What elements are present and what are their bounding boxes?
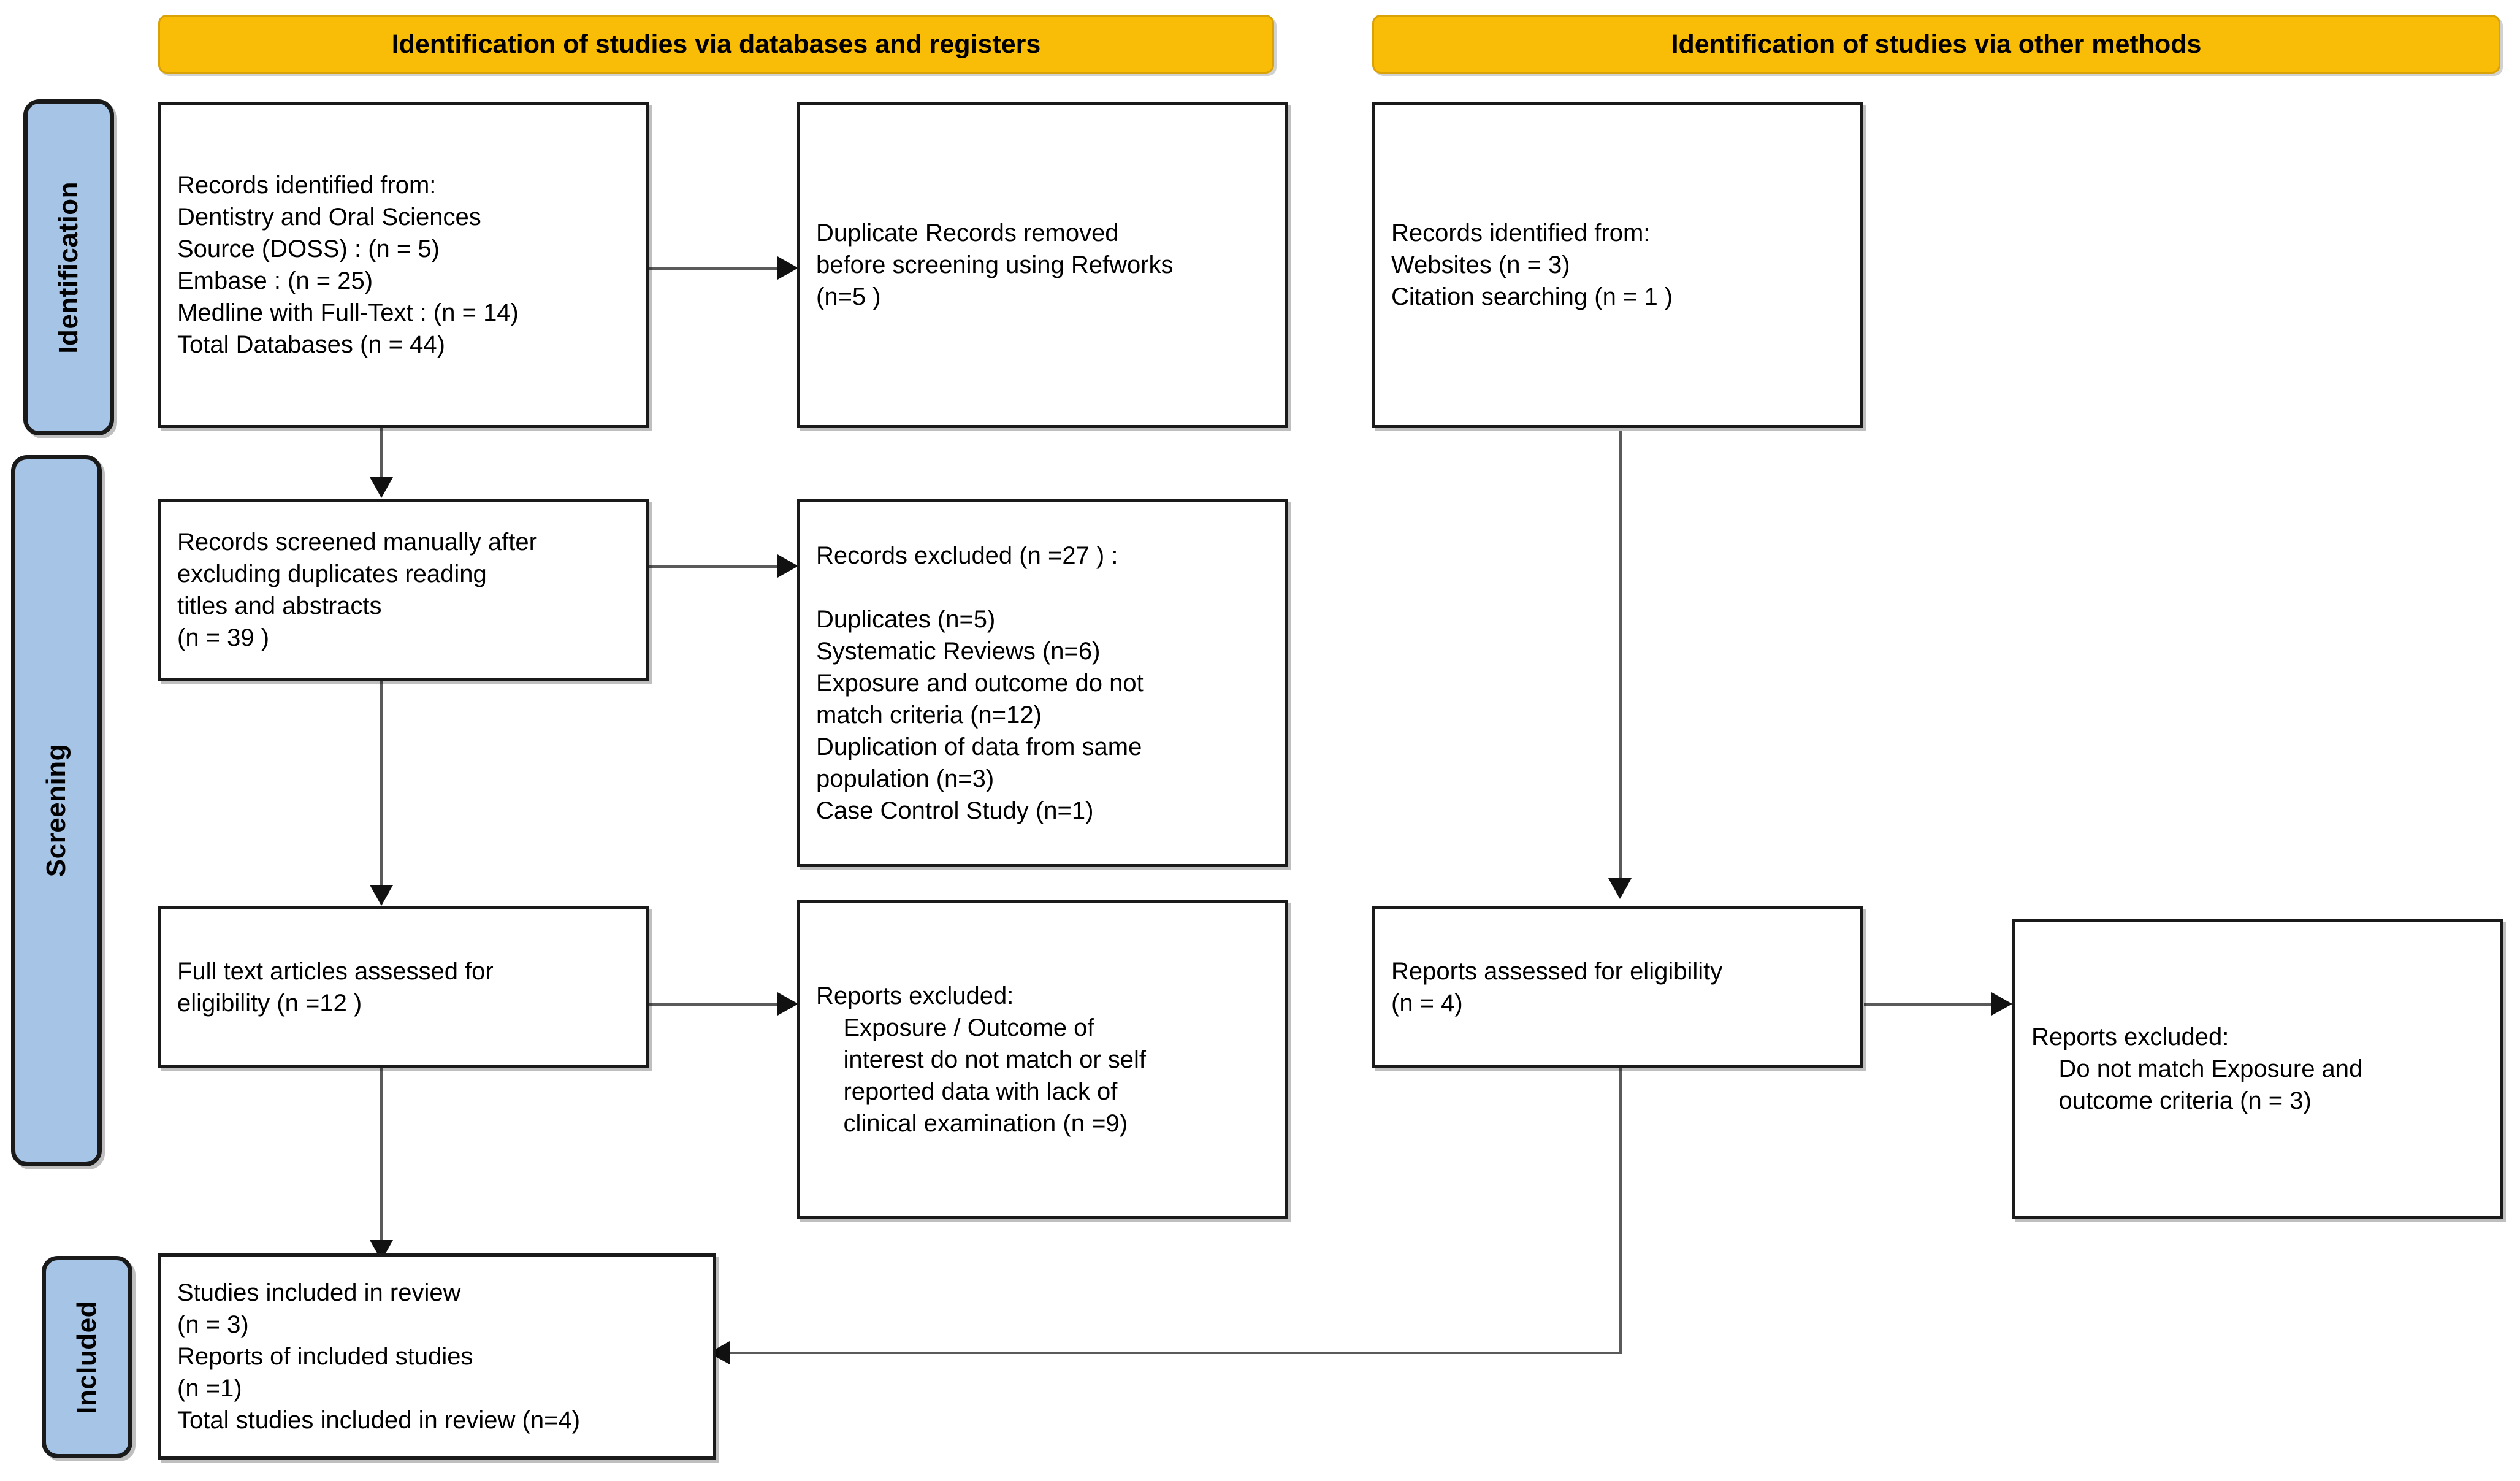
connector-screened-to-fulltext xyxy=(380,681,383,889)
arrowhead-screened-to-fulltext xyxy=(370,885,393,906)
arrowhead-fulltext-to-reports-excluded xyxy=(777,992,798,1016)
connector-elbow-horizontal-to-included xyxy=(730,1352,1622,1354)
phase-bar-screening: Screening xyxy=(11,455,102,1166)
arrowhead-other-to-reports-assessed xyxy=(1608,878,1632,899)
node-records-screened: Records screened manually after excludin… xyxy=(158,499,649,681)
node-text-studies-included: Studies included in review (n = 3) Repor… xyxy=(177,1279,581,1434)
connector-identified-to-duplicates xyxy=(649,267,779,270)
connector-fulltext-to-included xyxy=(380,1068,383,1250)
connector-reports-assessed-to-excluded-right xyxy=(1864,1003,1994,1006)
node-text-records-identified-other-methods: Records identified from: Websites (n = 3… xyxy=(1391,220,1673,310)
node-studies-included: Studies included in review (n = 3) Repor… xyxy=(158,1253,716,1460)
arrowhead-identified-to-screened xyxy=(370,477,393,498)
node-fulltext-assessed: Full text articles assessed for eligibil… xyxy=(158,906,649,1068)
node-records-identified-databases: Records identified from: Dentistry and O… xyxy=(158,102,649,428)
arrowhead-reports-assessed-to-excluded-right xyxy=(1991,992,2012,1016)
connector-other-to-reports-assessed xyxy=(1619,431,1622,883)
node-text-records-identified-databases: Records identified from: Dentistry and O… xyxy=(177,172,519,358)
connector-identified-to-screened xyxy=(380,428,383,482)
banner-label-databases-registers: Identification of studies via databases … xyxy=(391,29,1041,59)
arrowhead-screened-to-excluded xyxy=(777,554,798,578)
banner-label-other-methods: Identification of studies via other meth… xyxy=(1671,29,2202,59)
node-records-excluded: Records excluded (n =27 ) : Duplicates (… xyxy=(797,499,1288,867)
node-reports-excluded-other-methods: Reports excluded: Do not match Exposure … xyxy=(2012,919,2503,1219)
phase-label-screening: Screening xyxy=(41,744,71,878)
banner-other-methods: Identification of studies via other meth… xyxy=(1372,15,2500,74)
phase-bar-included: Included xyxy=(42,1256,132,1458)
node-text-duplicate-records-removed: Duplicate Records removed before screeni… xyxy=(816,220,1174,310)
connector-screened-to-excluded xyxy=(649,565,779,568)
node-text-records-screened: Records screened manually after excludin… xyxy=(177,529,537,651)
phase-bar-identification: Identification xyxy=(23,99,114,435)
node-text-reports-assessed-eligibility: Reports assessed for eligibility (n = 4) xyxy=(1391,958,1723,1017)
connector-fulltext-to-reports-excluded xyxy=(649,1003,790,1006)
node-duplicate-records-removed: Duplicate Records removed before screeni… xyxy=(797,102,1288,428)
node-text-reports-excluded-other-methods: Reports excluded: Do not match Exposure … xyxy=(2031,1024,2363,1114)
node-reports-assessed-eligibility: Reports assessed for eligibility (n = 4) xyxy=(1372,906,1863,1068)
banner-databases-registers: Identification of studies via databases … xyxy=(158,15,1274,74)
node-records-identified-other-methods: Records identified from: Websites (n = 3… xyxy=(1372,102,1863,428)
phase-label-included: Included xyxy=(72,1300,102,1414)
node-reports-excluded-databases: Reports excluded: Exposure / Outcome of … xyxy=(797,900,1288,1219)
node-text-fulltext-assessed: Full text articles assessed for eligibil… xyxy=(177,958,494,1017)
node-text-records-excluded: Records excluded (n =27 ) : Duplicates (… xyxy=(816,542,1144,824)
phase-label-identification: Identification xyxy=(53,181,83,354)
arrowhead-identified-to-duplicates xyxy=(777,256,798,280)
node-text-reports-excluded-databases: Reports excluded: Exposure / Outcome of … xyxy=(816,982,1147,1137)
connector-elbow-vertical-to-included xyxy=(1619,1068,1622,1354)
